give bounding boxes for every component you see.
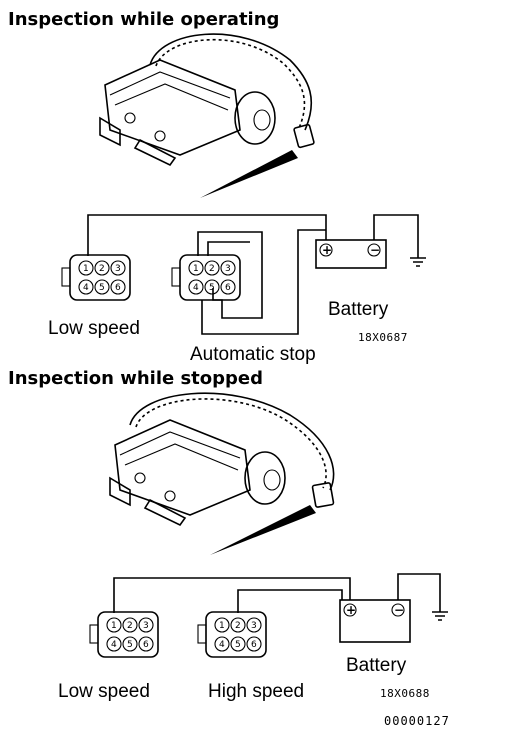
connector-low-speed-1: 1 2 3 4 5 6: [61, 254, 131, 301]
connector-high-speed-2: 1 2 3 4 5 6: [197, 611, 267, 658]
battery-negative-icon: −: [370, 243, 380, 257]
pin-3: 3: [115, 264, 121, 274]
circuit-1: [87, 214, 426, 335]
pin-5: 5: [127, 640, 133, 650]
figure-code-2: 18X0688: [380, 687, 430, 700]
label-automatic-stop: Automatic stop: [190, 344, 316, 365]
label-low-speed-2: Low speed: [58, 681, 150, 702]
pin-3: 3: [251, 621, 257, 631]
circuit-2: [113, 573, 448, 621]
pin-1: 1: [111, 621, 117, 631]
pin-2: 2: [235, 621, 241, 631]
pin-6: 6: [251, 640, 257, 650]
battery-negative-icon: −: [394, 603, 404, 617]
pin-4: 4: [219, 640, 225, 650]
pin-6: 6: [115, 283, 121, 293]
pin-5: 5: [209, 283, 215, 293]
battery-positive-icon: +: [322, 243, 332, 257]
connector-automatic-stop-1: 1 2 3 4 5 6: [171, 254, 241, 301]
pin-6: 6: [225, 283, 231, 293]
section-2-title: Inspection while stopped: [8, 368, 263, 389]
pin-4: 4: [83, 283, 89, 293]
pin-5: 5: [99, 283, 105, 293]
pin-3: 3: [225, 264, 231, 274]
battery-2: + −: [339, 599, 411, 643]
pin-2: 2: [99, 264, 105, 274]
figure-code-1: 18X0687: [358, 331, 408, 344]
pin-1: 1: [83, 264, 89, 274]
pin-4: 4: [111, 640, 117, 650]
pin-3: 3: [143, 621, 149, 631]
label-high-speed: High speed: [208, 681, 304, 702]
label-battery-2: Battery: [346, 655, 407, 676]
pin-2: 2: [209, 264, 215, 274]
battery-positive-icon: +: [346, 603, 356, 617]
battery-1: + −: [315, 239, 387, 269]
pin-4: 4: [193, 283, 199, 293]
footer-code: 00000127: [384, 714, 450, 728]
wiper-motor-illustration-2: [109, 392, 335, 555]
pin-6: 6: [143, 640, 149, 650]
pin-2: 2: [127, 621, 133, 631]
wiper-motor-illustration-1: [99, 33, 315, 198]
label-battery-1: Battery: [328, 299, 389, 320]
label-low-speed-1: Low speed: [48, 318, 140, 339]
pin-5: 5: [235, 640, 241, 650]
connector-low-speed-2: 1 2 3 4 5 6: [89, 611, 159, 658]
section-1-title: Inspection while operating: [8, 9, 279, 30]
pin-1: 1: [193, 264, 199, 274]
pin-1: 1: [219, 621, 225, 631]
